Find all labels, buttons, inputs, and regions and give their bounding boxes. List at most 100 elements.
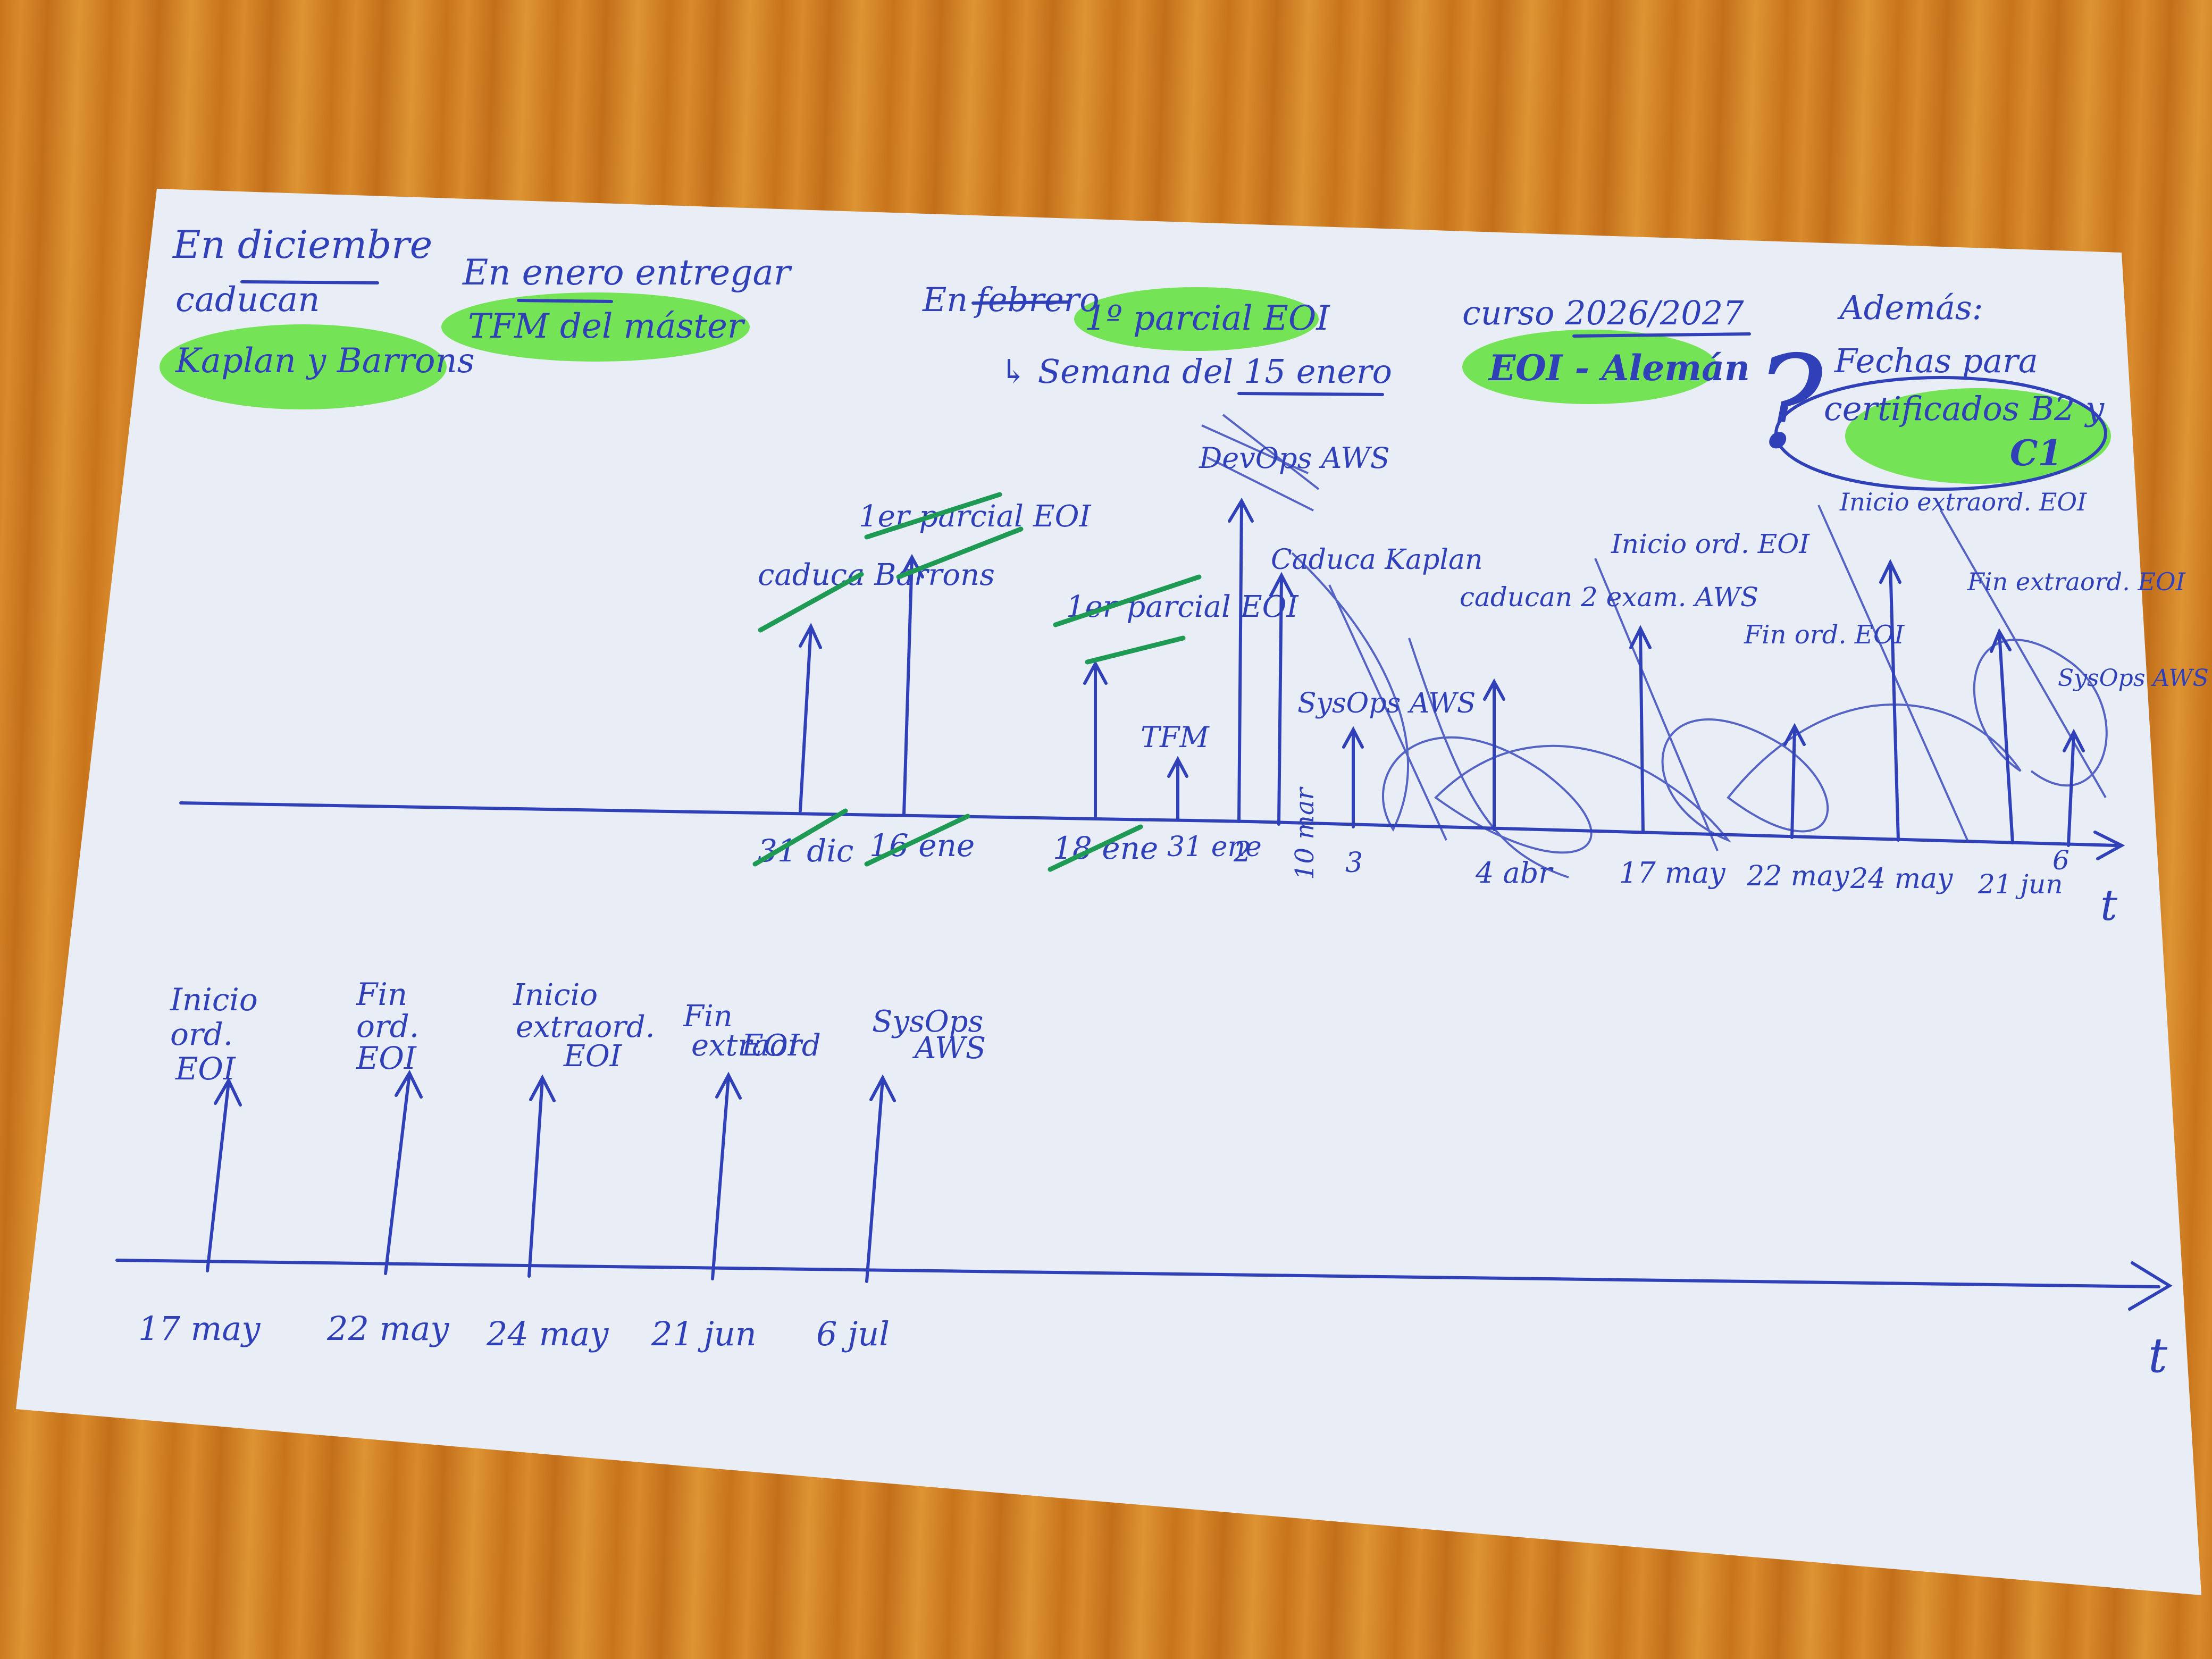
event-arrowhead bbox=[214, 1077, 242, 1107]
event-label: caduca Barrons bbox=[758, 558, 995, 592]
event-date: 16 ene bbox=[869, 827, 975, 864]
event-arrowhead bbox=[715, 1071, 742, 1100]
event-label-strike-1 bbox=[1053, 574, 1202, 627]
note-curso-2: EOI - Alemán bbox=[1488, 347, 1750, 389]
event-label-scribble bbox=[1201, 414, 1320, 512]
timeline2-event-17may: Inicio ord. EOI 17 may bbox=[138, 982, 261, 1348]
event-arrowhead bbox=[1228, 497, 1254, 523]
event-arrow bbox=[1998, 631, 2014, 844]
event-arrow bbox=[902, 557, 914, 815]
event-label-1: Inicio bbox=[513, 978, 598, 1012]
event-arrow bbox=[1639, 629, 1645, 834]
event-arrow bbox=[1889, 562, 1900, 842]
note-enero-2: TFM del máster bbox=[468, 307, 745, 346]
timeline1-event-sysops: SysOps AWS 3 bbox=[1297, 688, 1476, 879]
scribble-crossout bbox=[1291, 505, 2108, 878]
event-label-3: EOI bbox=[741, 1028, 801, 1063]
event-arrowhead bbox=[1783, 723, 1806, 746]
timeline1-event-17may: Inicio ord. EOI 17 may bbox=[1611, 529, 1810, 890]
event-date: 31 dic bbox=[758, 833, 853, 869]
timeline1-arrowhead bbox=[2093, 831, 2125, 860]
event-arrow bbox=[527, 1078, 544, 1278]
timeline2-axis-label: t bbox=[2148, 1328, 2168, 1384]
event-arrow bbox=[2067, 732, 2075, 847]
event-label-1: SysOps bbox=[872, 1004, 983, 1039]
note-parcial-text: 1º parcial EOI bbox=[1085, 299, 1330, 338]
event-date: 17 may bbox=[1619, 856, 1726, 890]
timeline1-event-4abr: caducan 2 exam. AWS 4 abr bbox=[1460, 582, 1758, 890]
highlight-kaplan bbox=[160, 324, 447, 409]
event-date-strike bbox=[1048, 824, 1143, 872]
event-label-strike bbox=[758, 572, 864, 633]
event-label-1: Fin bbox=[683, 999, 733, 1034]
event-date: 6 bbox=[2052, 845, 2069, 876]
timeline2-event-21jun: Fin extraord EOI 21 jun bbox=[651, 999, 821, 1353]
event-date: 22 may bbox=[1746, 860, 1849, 892]
note-diciembre-3: Kaplan y Barrons bbox=[175, 341, 475, 381]
highlight-tfm bbox=[441, 292, 750, 362]
note-enero-1: En enero entregar bbox=[462, 252, 792, 293]
event-arrowhead bbox=[395, 1069, 423, 1099]
timeline1-event-24may: Inicio extraord. EOI 24 may bbox=[1839, 488, 2087, 895]
event-date-strike bbox=[752, 808, 848, 867]
event-arrow bbox=[384, 1073, 411, 1275]
timeline1-event-16ene: 1er parcial EOI 16 ene bbox=[859, 492, 1092, 867]
paper-sheet bbox=[16, 189, 2201, 1595]
timeline1-axis-label: t bbox=[2100, 881, 2118, 930]
strike-febrero bbox=[971, 300, 1070, 305]
event-label: 1er parcial EOI bbox=[1066, 590, 1300, 624]
event-label: Inicio extraord. EOI bbox=[1839, 488, 2087, 516]
event-arrowhead bbox=[529, 1074, 556, 1102]
event-label-2: AWS bbox=[912, 1031, 986, 1066]
event-arrowhead bbox=[869, 1074, 896, 1102]
note-parcial-struck: febrero bbox=[974, 280, 1100, 319]
event-date: 10 mar bbox=[1290, 786, 1320, 880]
event-label-2: extraord. bbox=[516, 1010, 655, 1044]
event-date: 21 jun bbox=[651, 1314, 757, 1353]
timeline1-event-31ene: TFM 31 ene bbox=[1141, 720, 1262, 863]
event-date: 31 ene bbox=[1167, 831, 1262, 863]
event-label: Fin extraord. EOI bbox=[1967, 567, 2186, 596]
event-date: 24 may bbox=[486, 1314, 609, 1353]
note-diciembre-1: En diciembre bbox=[172, 222, 432, 267]
event-arrowhead bbox=[1879, 559, 1901, 584]
event-label-strike-2 bbox=[896, 526, 1024, 580]
event-date: 2 bbox=[1233, 836, 1251, 868]
event-arrowhead bbox=[1269, 572, 1294, 597]
circle-certificados bbox=[1774, 376, 2107, 491]
timeline2-event-22may: Fin ord. EOI 22 may bbox=[326, 976, 449, 1348]
note-curso-1: curso 2026/2027 bbox=[1462, 294, 1744, 332]
timeline2-arrowhead bbox=[2128, 1261, 2173, 1311]
event-date: 24 may bbox=[1850, 863, 1953, 895]
note-question-mark: ? bbox=[1755, 328, 1824, 477]
timeline1-event-22may: Fin ord. EOI 22 may bbox=[1744, 620, 1905, 892]
event-label-3: EOI bbox=[356, 1040, 417, 1076]
event-label-3: EOI bbox=[175, 1051, 236, 1087]
event-label-1: Inicio bbox=[170, 982, 258, 1018]
event-date: 17 may bbox=[138, 1309, 261, 1348]
note-parcial-week: ↳ Semana del 15 enero bbox=[1000, 352, 1392, 391]
event-arrowhead bbox=[1167, 756, 1188, 778]
timeline2-axis bbox=[115, 1259, 2160, 1288]
event-date: 22 may bbox=[326, 1309, 449, 1348]
highlight-certificados bbox=[1845, 388, 2111, 484]
event-arrow bbox=[1277, 575, 1283, 826]
highlight-parcial bbox=[1074, 287, 1319, 351]
timeline2-event-24may: Inicio extraord. EOI 24 may bbox=[486, 978, 655, 1353]
event-label: SysOps AWS bbox=[1297, 688, 1476, 719]
event-label-2: ord. bbox=[356, 1008, 419, 1044]
event-label: TFM bbox=[1141, 720, 1210, 754]
event-arrowhead bbox=[1483, 678, 1505, 701]
event-arrow bbox=[865, 1078, 884, 1283]
timeline1-event-18ene: 1er parcial EOI 18 ene bbox=[1048, 574, 1300, 872]
timeline2-event-6jul: SysOps AWS 6 jul bbox=[816, 1004, 986, 1353]
underline-enero bbox=[517, 299, 613, 303]
event-label: caducan 2 exam. AWS bbox=[1460, 582, 1758, 613]
event-arrow bbox=[1790, 727, 1796, 839]
event-label: SysOps AWS bbox=[2058, 665, 2209, 692]
timeline1-axis bbox=[179, 801, 2118, 847]
highlight-curso bbox=[1462, 330, 1717, 404]
event-label-3: EOI bbox=[563, 1039, 623, 1074]
timeline1-event-21jun: Fin extraord. EOI 21 jun bbox=[1967, 567, 2186, 900]
